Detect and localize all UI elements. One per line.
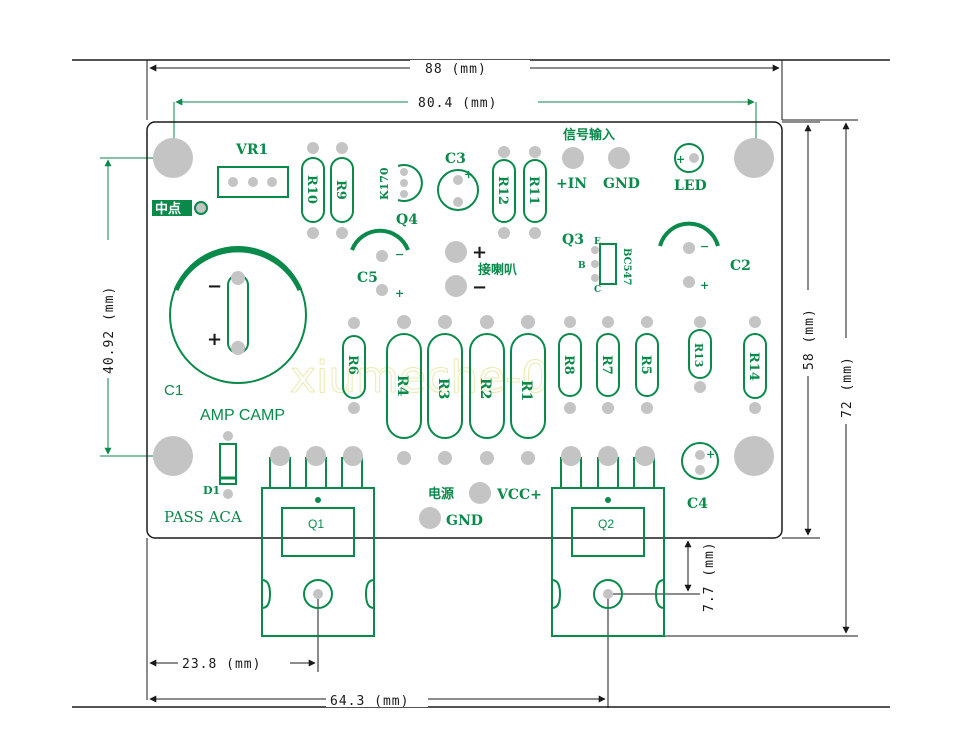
- svg-text:−: −: [207, 276, 222, 297]
- svg-text:+: +: [676, 153, 685, 166]
- svg-text:−: −: [395, 248, 404, 261]
- resistor-r10: R10: [301, 142, 325, 239]
- svg-text:R3: R3: [435, 378, 451, 399]
- resistor-r13: R13: [688, 316, 712, 393]
- svg-text:R11: R11: [526, 176, 541, 205]
- label-bc547: BC547: [621, 248, 632, 286]
- label-gnd-top: GND: [603, 176, 640, 192]
- q3-transistor: [599, 243, 617, 285]
- dim-hole-x-label: 80.4 (mm): [418, 96, 497, 111]
- vr1-body: [217, 166, 289, 198]
- svg-text:R5: R5: [638, 355, 653, 375]
- mounting-hole-top-left: [153, 138, 193, 178]
- dim-total-height-label: 72 (mm): [840, 356, 855, 418]
- svg-text:+: +: [464, 168, 473, 181]
- pad-in-plus: [562, 147, 584, 169]
- label-gnd-bottom: GND: [446, 513, 483, 529]
- svg-text:R4: R4: [394, 375, 410, 397]
- dim-q1-offset-label: 23.8 (mm): [182, 657, 261, 672]
- svg-text:+: +: [395, 287, 404, 300]
- c3-capacitor: [437, 169, 479, 211]
- svg-text:R9: R9: [333, 180, 348, 200]
- c1-capacitor-outline: [169, 246, 307, 384]
- resistor-r7: R7: [596, 316, 620, 414]
- label-amp-camp: AMP CAMP: [200, 407, 285, 424]
- resistor-r2: R2: [469, 315, 505, 465]
- dim-board-height-label: 58 (mm): [802, 308, 817, 370]
- svg-text:+: +: [207, 329, 222, 350]
- svg-text:R14: R14: [746, 352, 761, 381]
- label-signal-input: 信号输入: [563, 127, 615, 143]
- mounting-hole-bottom-right: [734, 436, 774, 476]
- led-outline: [674, 143, 704, 173]
- resistor-r5: R5: [635, 316, 659, 414]
- q2-power-transistor: Q2: [551, 446, 665, 637]
- label-c2: C2: [730, 258, 751, 274]
- label-q3: Q3: [562, 232, 584, 248]
- dim-tab-offset-label: 7.7 (mm): [702, 541, 717, 612]
- pcb-board-outline: [146, 121, 783, 539]
- label-c1: C1: [164, 382, 183, 399]
- svg-text:R2: R2: [477, 378, 493, 399]
- label-c5: C5: [357, 270, 378, 286]
- pad-speaker-minus: [445, 275, 467, 297]
- svg-text:E: E: [594, 237, 601, 247]
- watermark: xiumeche-0: [290, 352, 549, 403]
- svg-text:Q1: Q1: [308, 517, 324, 531]
- svg-text:R10: R10: [304, 175, 319, 204]
- resistor-r9: R9: [330, 142, 354, 239]
- svg-text:+: +: [472, 242, 487, 263]
- svg-text:−: −: [472, 277, 487, 298]
- svg-text:−: −: [700, 240, 709, 253]
- label-power: 电源: [428, 486, 454, 502]
- mounting-hole-top-right: [734, 138, 774, 178]
- pad-speaker-plus: [445, 241, 467, 263]
- label-vr1: VR1: [235, 142, 268, 158]
- svg-text:Q2: Q2: [598, 517, 614, 531]
- resistor-r11: R11: [523, 146, 547, 239]
- label-c3: C3: [445, 151, 466, 167]
- svg-text:R13: R13: [692, 343, 705, 367]
- dim-total-width-label: 88 (mm): [425, 62, 487, 77]
- label-c4: C4: [687, 496, 708, 512]
- svg-text:+: +: [700, 279, 709, 292]
- label-in-plus: +IN: [556, 176, 587, 192]
- label-vcc: VCC+: [496, 487, 542, 503]
- resistor-r12: R12: [492, 146, 516, 239]
- mounting-hole-bottom-left: [153, 436, 193, 476]
- svg-text:+: +: [706, 448, 715, 461]
- svg-text:R8: R8: [561, 355, 576, 375]
- c4-capacitor: [681, 442, 719, 480]
- q1-power-transistor: Q1: [261, 446, 375, 637]
- d1-diode: [219, 443, 237, 485]
- label-q4: Q4: [396, 212, 418, 228]
- label-led: LED: [674, 178, 707, 194]
- resistor-r4: R4: [386, 315, 422, 465]
- dim-hole-y-label: 40.92 (mm): [102, 286, 117, 374]
- dim-q2-offset-label: 64.3 (mm): [330, 694, 409, 709]
- svg-text:C: C: [594, 285, 601, 295]
- label-zhongdian-box: [152, 200, 192, 216]
- label-d1: D1: [203, 484, 220, 497]
- svg-text:B: B: [578, 261, 586, 271]
- svg-text:R12: R12: [495, 176, 510, 205]
- resistor-r6: R6: [342, 317, 366, 414]
- resistor-r1: R1: [510, 315, 546, 465]
- label-pass-aca: PASS ACA: [164, 508, 242, 526]
- svg-text:R7: R7: [599, 355, 614, 375]
- pad-gnd-power: [419, 507, 441, 529]
- resistor-r8: R8: [558, 316, 582, 414]
- label-zhongdian: 中点: [155, 201, 181, 217]
- svg-text:R1: R1: [518, 380, 534, 401]
- resistor-r3: R3: [427, 315, 463, 465]
- label-k170: K170: [378, 167, 391, 200]
- pad-gnd-signal: [608, 147, 630, 169]
- resistor-r14: R14: [743, 316, 767, 414]
- svg-text:R6: R6: [345, 355, 360, 375]
- pad-vcc: [469, 482, 491, 504]
- label-speaker: 接喇叭: [478, 262, 517, 278]
